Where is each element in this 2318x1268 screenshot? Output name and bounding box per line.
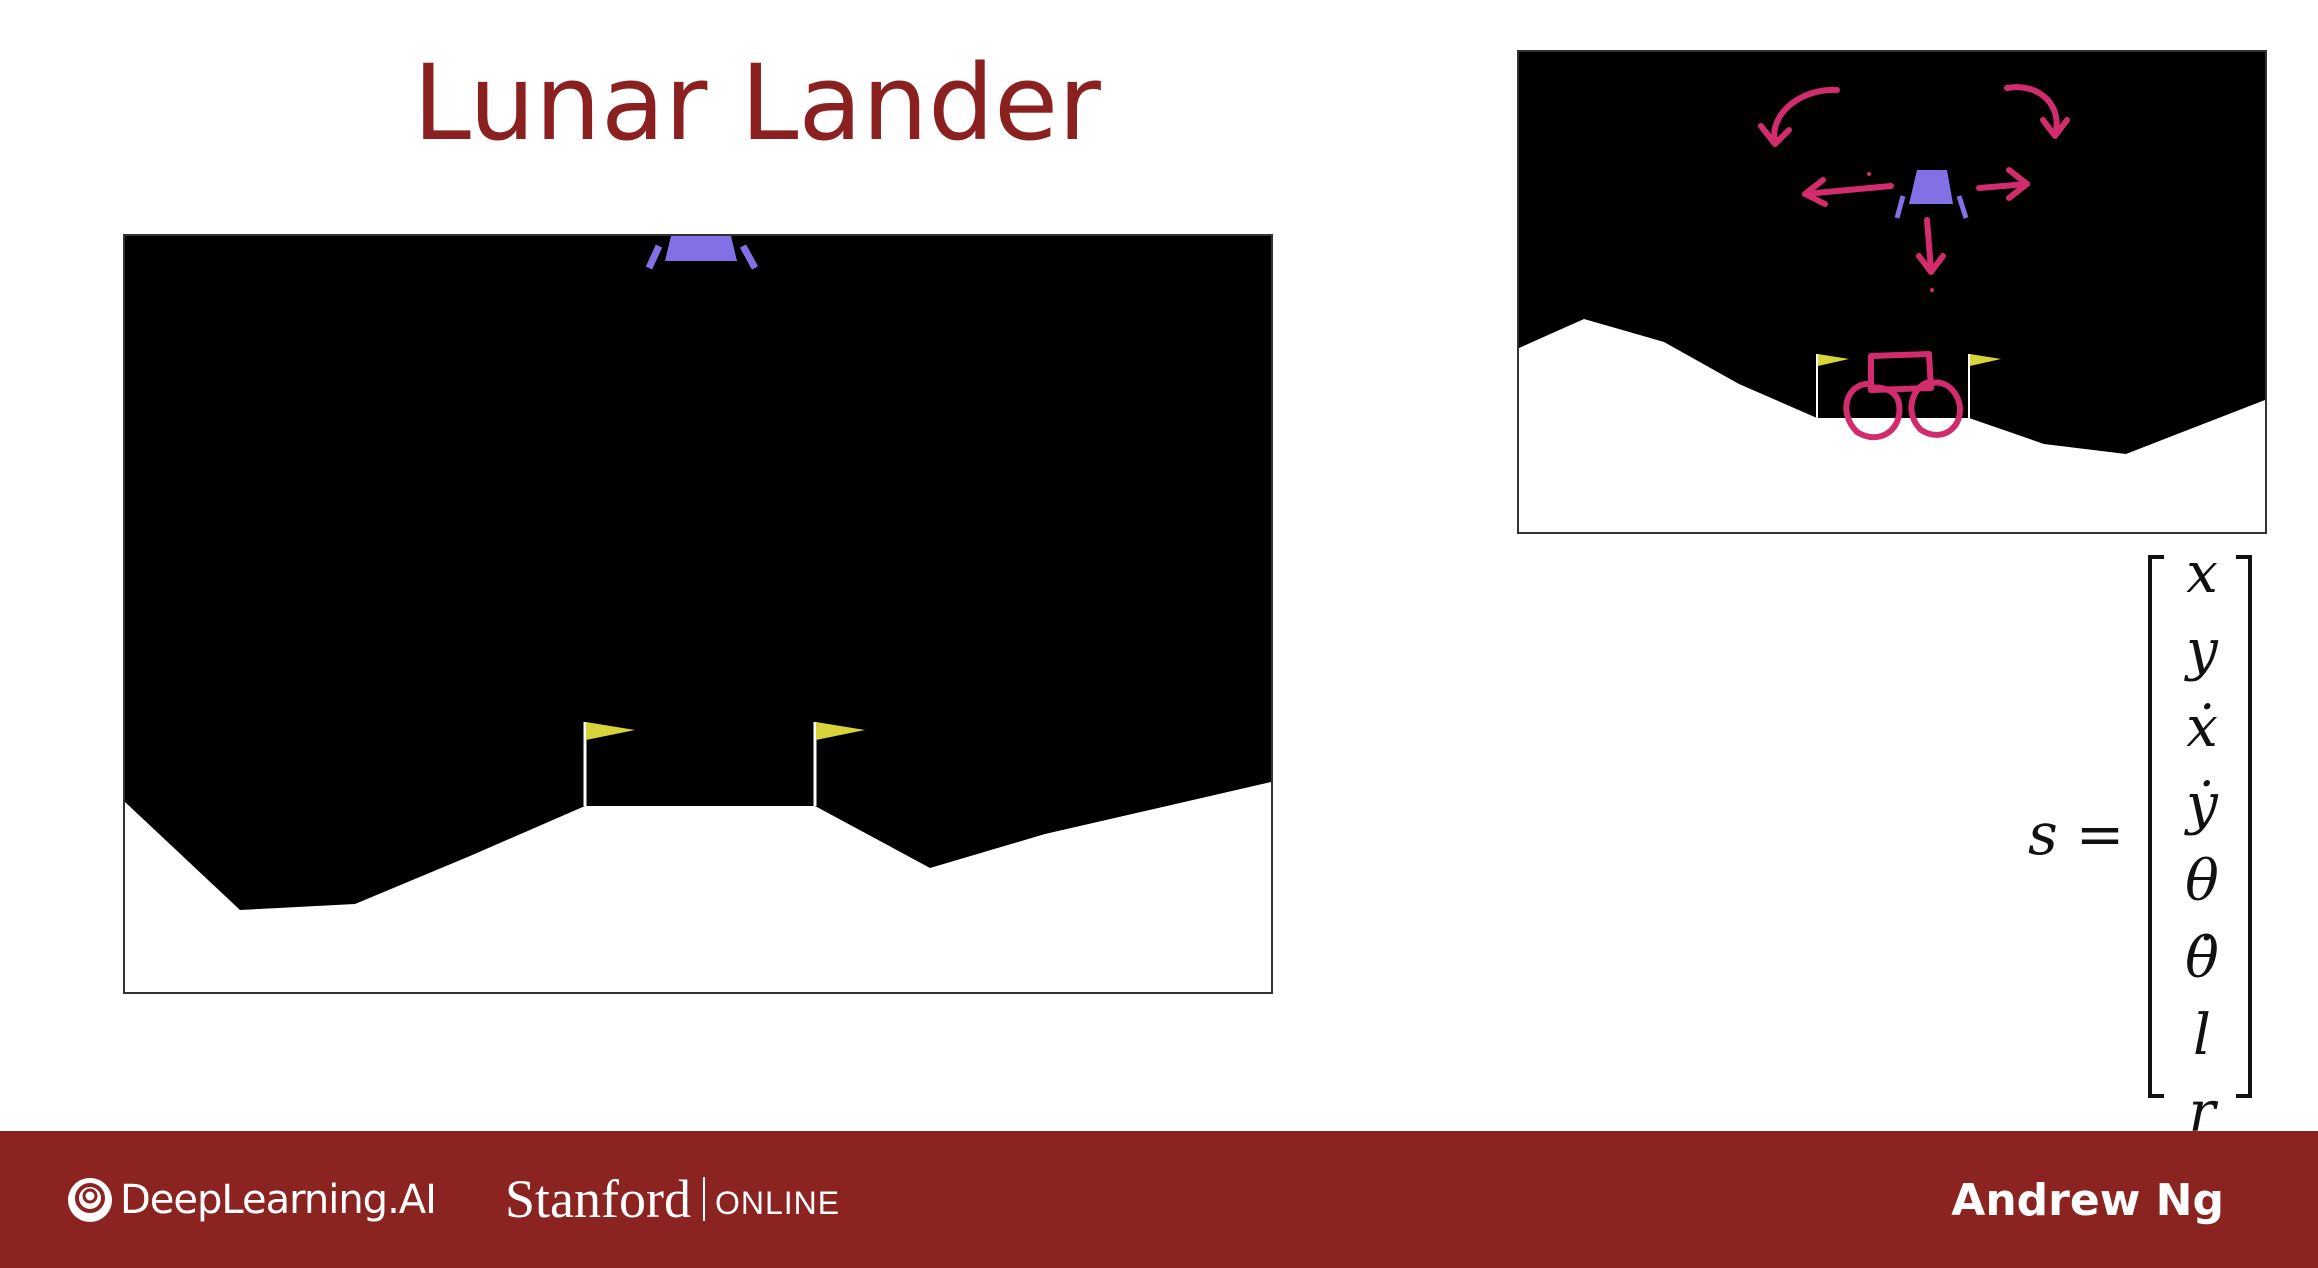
state-entries: x y ẋ ẏ θ θ̇ l r [2170, 535, 2234, 1151]
lunar-lander-icon [645, 236, 759, 270]
state-entry-theta-dot: θ̇ [2185, 926, 2219, 991]
deeplearning-ai-name: DeepLearning.AI [120, 1177, 437, 1223]
slide-title: Lunar Lander [413, 42, 1101, 164]
state-label: s= [2028, 800, 2124, 868]
presenter-name: Andrew Ng [1951, 1175, 2224, 1226]
state-entry-x: x [2186, 541, 2218, 606]
rotate-right-arrow-icon [2004, 84, 2060, 137]
state-entry-l: l [2193, 1003, 2211, 1068]
landing-flag-icon [1816, 354, 1849, 418]
state-entry-x-dot: ẋ [2186, 695, 2218, 760]
thrust-left-arrow-icon [1802, 183, 1894, 197]
lunar-terrain [125, 782, 1271, 992]
annotated-lander-diagram [1517, 50, 2267, 534]
deeplearning-ai-logo-icon [68, 1178, 112, 1222]
deeplearning-ai-brand: DeepLearning.AI [66, 1175, 437, 1225]
state-vector: s= x y ẋ ẏ θ θ̇ l r [2020, 541, 2260, 1145]
footer-bar: DeepLearning.AI Stanford ONLINE Andrew N… [0, 1131, 2318, 1268]
annotation-arrows [1758, 84, 2070, 441]
stanford-online-brand: Stanford ONLINE [505, 1167, 840, 1231]
equals-sign: = [2075, 800, 2125, 868]
lunar-lander-icon [1894, 170, 1969, 219]
right-leg-contact-sketch [1908, 379, 1963, 438]
landing-flag-icon [813, 722, 865, 806]
brand-divider [702, 1177, 705, 1221]
rotate-left-arrow-icon [1771, 86, 1840, 145]
landing-flag-icon [1968, 354, 2001, 418]
thrust-right-arrow-icon [1976, 181, 2030, 191]
lunar-lander-game-view [123, 234, 1273, 994]
online-label: ONLINE [714, 1184, 841, 1221]
stanford-name: Stanford [505, 1169, 691, 1229]
left-leg-contact-sketch [1843, 380, 1903, 441]
landing-flag-icon [583, 722, 635, 806]
state-entry-theta: θ [2185, 849, 2219, 914]
state-entry-y: y [2186, 618, 2218, 683]
left-bracket [2148, 555, 2164, 1098]
state-entry-y-dot: ẏ [2186, 772, 2218, 837]
state-symbol: s [2028, 800, 2058, 868]
lander-sketch [1868, 351, 1934, 393]
right-bracket [2236, 555, 2252, 1098]
thrust-down-arrow-icon [1924, 217, 1934, 273]
